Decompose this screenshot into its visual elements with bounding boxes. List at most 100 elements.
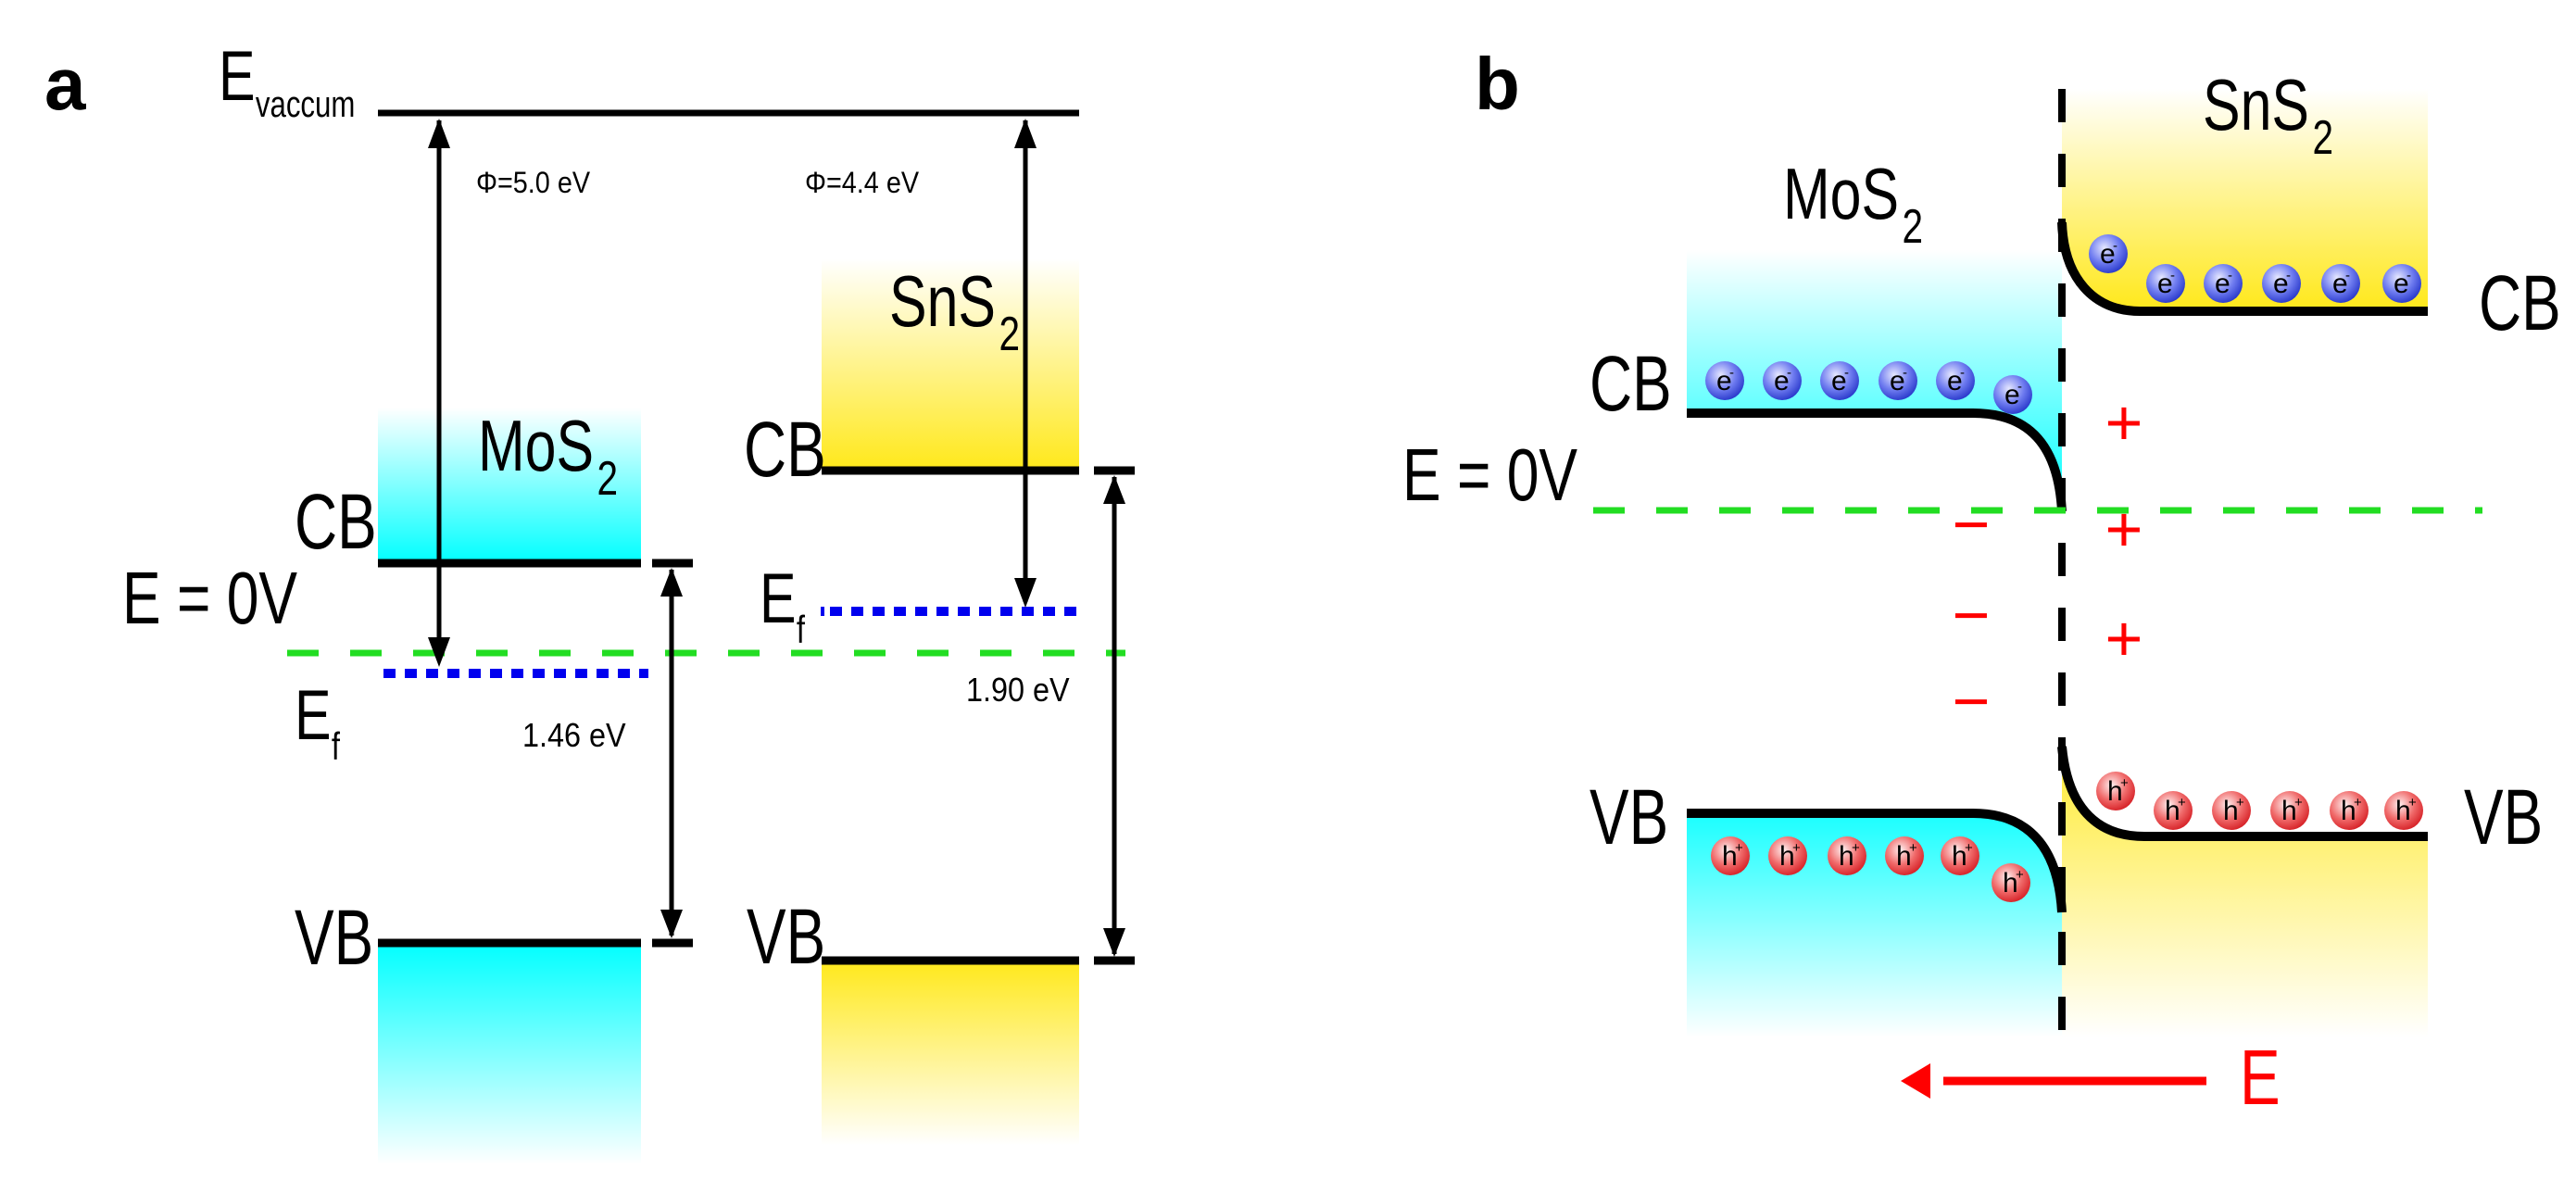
mos2-vb-label: VB — [295, 893, 373, 981]
sns2-cb-label-b: CB — [2479, 258, 2561, 346]
mos2-fermi-label: E f — [295, 676, 340, 768]
sns2-label-sub: 2 — [2312, 110, 2333, 164]
sns2-cb-label: CB — [744, 405, 826, 493]
hole-symbol: h — [1779, 841, 1795, 872]
zero-potential-label-b: E = 0V — [1402, 434, 1577, 517]
electron-charge: - — [2228, 268, 2232, 283]
sns2-label-b: SnS 2 — [2203, 65, 2333, 164]
electron-sphere — [2262, 264, 2301, 303]
electron-sphere — [2382, 264, 2421, 303]
fermi-label-sub: f — [332, 724, 341, 768]
mos2-cb-fill — [1687, 250, 2062, 511]
mos2-valence-band-fill — [378, 942, 641, 1164]
hole-sphere — [1828, 836, 1866, 875]
electron-icon: e- — [1763, 361, 1802, 400]
plus-sign-icon: + — [2105, 602, 2143, 674]
hole-charge: + — [2016, 867, 2024, 883]
electron-sphere — [1820, 361, 1859, 400]
sns2-work-function-label: Φ=4.4 eV — [805, 167, 920, 200]
hole-symbol: h — [1952, 841, 1967, 872]
electron-icon: e- — [2321, 264, 2360, 303]
electron-sphere — [2146, 264, 2185, 303]
arrowhead-up-icon — [660, 568, 683, 597]
hole-sphere — [2384, 791, 2423, 830]
panel-a: a E vaccum MoS 2 CB VB E = 0V E f Φ=5. — [44, 37, 1135, 1164]
hole-symbol: h — [2003, 868, 2018, 898]
sns2-bandgap-label: 1.90 eV — [966, 672, 1070, 709]
hole-icon: h+ — [1885, 836, 1924, 875]
electron-charge: - — [1844, 365, 1849, 381]
panel-b: b E = 0V MoS 2 SnS 2 CB CB VB VB — [1402, 43, 2561, 1121]
hole-charge: + — [1909, 840, 1917, 856]
hole-symbol: h — [2107, 776, 2123, 807]
hole-charge: + — [2236, 795, 2244, 810]
depletion-positive-charges: + + + — [2105, 386, 2143, 674]
sns2-label-main: SnS — [889, 261, 996, 342]
electron-symbol: e — [2100, 239, 2116, 270]
fermi-label-main: E — [760, 559, 797, 638]
hole-icon: h+ — [1768, 836, 1807, 875]
mos2-label: MoS 2 — [478, 406, 618, 505]
electron-symbol: e — [1831, 366, 1847, 396]
arrowhead-down-icon — [428, 637, 450, 667]
mos2-label-sub: 2 — [597, 451, 619, 505]
electron-icon: e- — [1993, 375, 2032, 414]
sns2-vb-fill — [2062, 760, 2428, 1037]
vacuum-label-sub: vaccum — [256, 83, 355, 125]
electron-charge: - — [2170, 268, 2175, 283]
hole-sphere — [2330, 791, 2369, 830]
hole-symbol: h — [2395, 796, 2411, 826]
sns2-cb-fill — [2062, 89, 2428, 311]
arrowhead-left-icon — [1901, 1063, 1930, 1099]
electron-symbol: e — [2273, 269, 2289, 299]
plus-sign-icon: + — [2105, 386, 2143, 459]
hole-sphere — [1768, 836, 1807, 875]
electron-symbol: e — [1890, 366, 1905, 396]
mos2-label-sub: 2 — [1903, 199, 1924, 253]
arrowhead-down-icon — [1014, 578, 1037, 608]
sns2-conduction-band-fill — [822, 259, 1079, 471]
mos2-label-main: MoS — [1783, 154, 1899, 234]
hole-charge: + — [2354, 795, 2362, 810]
electron-charge: - — [1903, 365, 1907, 381]
sns2-fermi-label: E f — [760, 559, 805, 651]
electron-charge: - — [2345, 268, 2350, 283]
arrowhead-down-icon — [1103, 928, 1125, 957]
electron-symbol: e — [2394, 269, 2409, 299]
electron-symbol: e — [1774, 366, 1790, 396]
vacuum-label-main: E — [219, 37, 256, 116]
mos2-cb-bent-line — [1687, 408, 2067, 512]
sns2-label: SnS 2 — [889, 261, 1020, 360]
panel-b-label: b — [1475, 43, 1520, 125]
electron-charge: - — [2286, 268, 2291, 283]
sns2-vb-label-b: VB — [2464, 773, 2543, 861]
electron-sphere — [1936, 361, 1975, 400]
electron-charge: - — [2113, 238, 2117, 254]
electron-icon: e- — [1936, 361, 1975, 400]
hole-sphere — [1992, 863, 2030, 902]
hole-icon: h+ — [2212, 791, 2251, 830]
built-in-field-label: E — [2240, 1034, 2281, 1121]
electron-icon: e- — [2204, 264, 2243, 303]
electron-charge: - — [1787, 365, 1791, 381]
panel-a-label: a — [44, 43, 86, 125]
arrowhead-up-icon — [1014, 119, 1037, 148]
sns2-vb-label: VB — [747, 892, 825, 980]
electron-charge: - — [1729, 365, 1734, 381]
hole-charge: + — [1852, 840, 1860, 856]
plus-sign-icon: + — [2105, 493, 2143, 565]
hole-symbol: h — [1722, 841, 1738, 872]
hole-symbol: h — [2281, 796, 2297, 826]
electron-symbol: e — [2004, 380, 2020, 410]
fermi-label-main: E — [295, 676, 332, 755]
hole-symbol: h — [2165, 796, 2180, 826]
hole-charge: + — [1735, 840, 1743, 856]
hole-charge: + — [2178, 795, 2186, 810]
hole-sphere — [1885, 836, 1924, 875]
hole-sphere — [2212, 791, 2251, 830]
minus-sign-icon: − — [1953, 488, 1991, 560]
mos2-cb-label: CB — [295, 477, 377, 565]
mos2-bandgap-label: 1.46 eV — [522, 717, 626, 754]
electron-icon: e- — [2262, 264, 2301, 303]
hole-sphere — [2096, 772, 2135, 810]
